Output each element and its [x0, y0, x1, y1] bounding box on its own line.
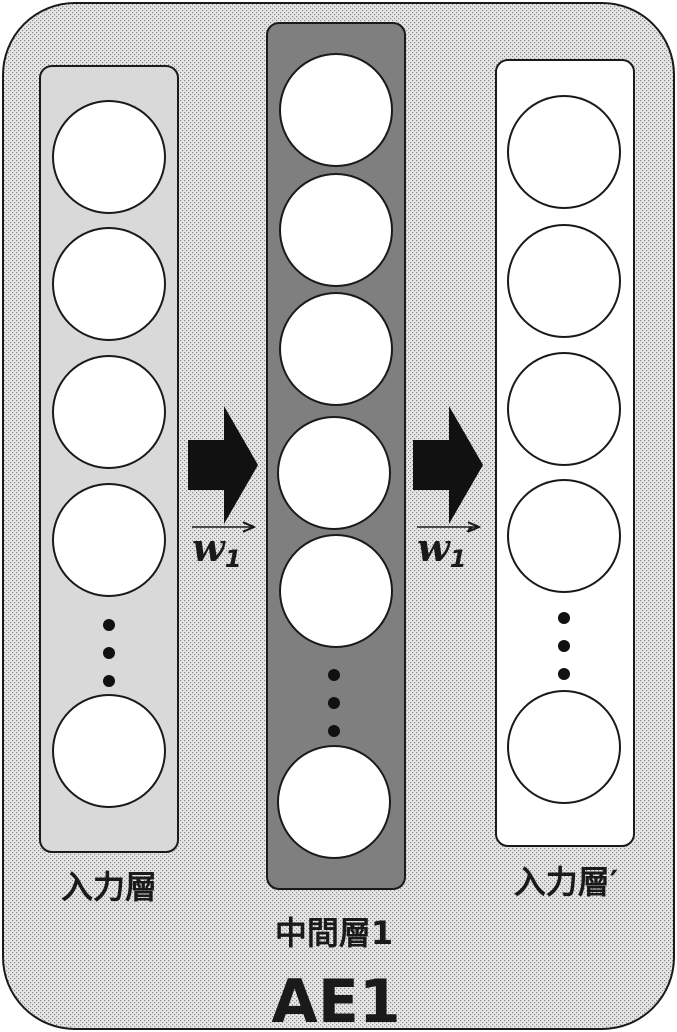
hidden-node [279, 292, 393, 406]
input-node [52, 694, 166, 808]
arrow-right-icon [413, 406, 483, 524]
ellipsis-dot [558, 640, 570, 652]
weight-subscript: 1 [450, 545, 467, 573]
output-node [507, 352, 621, 466]
ellipsis-dot [558, 668, 570, 680]
output-layer [495, 59, 635, 847]
weight-label-w1: w1 [192, 525, 254, 573]
diagram-title: AE1 [271, 967, 400, 1032]
input-layer [39, 65, 179, 853]
ellipsis-dot [328, 725, 340, 737]
ellipsis-dot [328, 697, 340, 709]
output-node [507, 690, 621, 804]
input-node [52, 355, 166, 469]
hidden-layer [266, 22, 406, 890]
ellipsis-dot [103, 619, 115, 631]
input-layer-label: 入力層 [61, 868, 157, 906]
ellipsis-dot [103, 675, 115, 687]
input-node [52, 100, 166, 214]
hidden-node [277, 416, 391, 530]
input-node [52, 227, 166, 341]
weight-base: w [192, 525, 226, 570]
arrow-right-icon [188, 406, 258, 524]
output-node [507, 224, 621, 338]
weight-subscript: 1 [225, 545, 242, 573]
hidden-node [277, 745, 391, 859]
weight-label-w1-prime: w1′ [417, 521, 479, 573]
ellipsis-dot [558, 612, 570, 624]
ellipsis-dot [103, 647, 115, 659]
ellipsis-dot [328, 669, 340, 681]
input-node [52, 483, 166, 597]
svg-text:w1: w1 [192, 525, 241, 573]
hidden-node [279, 53, 393, 167]
hidden-layer-label: 中間層1 [275, 914, 393, 952]
svg-text:w1′: w1′ [417, 521, 474, 573]
hidden-node [279, 534, 393, 648]
weight-base: w [417, 525, 451, 570]
weight-prime: ′ [466, 521, 474, 554]
hidden-node [279, 173, 393, 287]
output-node [507, 95, 621, 209]
output-layer-label: 入力層′ [514, 863, 618, 901]
output-node [507, 479, 621, 593]
